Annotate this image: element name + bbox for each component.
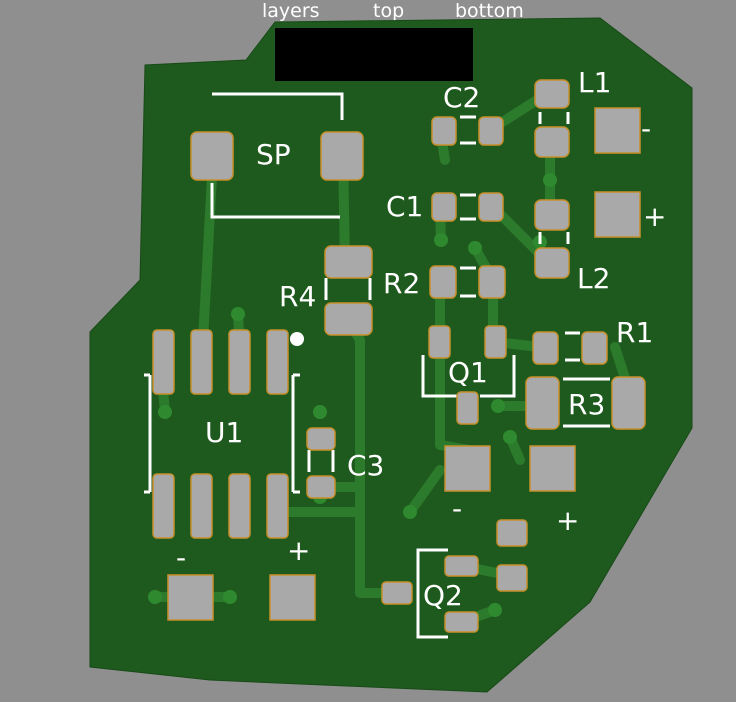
plus-mark-l2: + bbox=[643, 200, 666, 233]
label-q2: Q2 bbox=[423, 579, 463, 612]
redacted-region bbox=[275, 28, 473, 81]
label-l2: L2 bbox=[577, 262, 610, 295]
vias bbox=[148, 173, 557, 617]
label-sp: SP bbox=[256, 138, 291, 171]
label-u1: U1 bbox=[205, 416, 243, 449]
tab-layers[interactable]: layers bbox=[262, 0, 320, 22]
tab-top[interactable]: top bbox=[373, 0, 405, 22]
minus-mark-l1: - bbox=[641, 112, 651, 145]
label-r3: R3 bbox=[568, 388, 605, 421]
label-l1: L1 bbox=[578, 66, 611, 99]
minus-mark-bottom: - bbox=[176, 541, 186, 574]
minus-mark-battery: - bbox=[452, 492, 462, 525]
silkscreen-outlines bbox=[144, 92, 610, 639]
plus-mark-bottom: + bbox=[287, 534, 310, 567]
pads bbox=[152, 79, 646, 633]
label-r1: R1 bbox=[616, 316, 653, 349]
pin1-marker bbox=[290, 332, 304, 346]
label-q1: Q1 bbox=[448, 356, 488, 389]
label-c3: C3 bbox=[347, 449, 384, 482]
tab-bottom[interactable]: bottom bbox=[455, 0, 524, 22]
label-r2: R2 bbox=[383, 267, 420, 300]
label-c1: C1 bbox=[386, 190, 423, 223]
label-c2: C2 bbox=[443, 81, 480, 114]
label-r4: R4 bbox=[279, 280, 316, 313]
plus-mark-battery: + bbox=[556, 504, 579, 537]
